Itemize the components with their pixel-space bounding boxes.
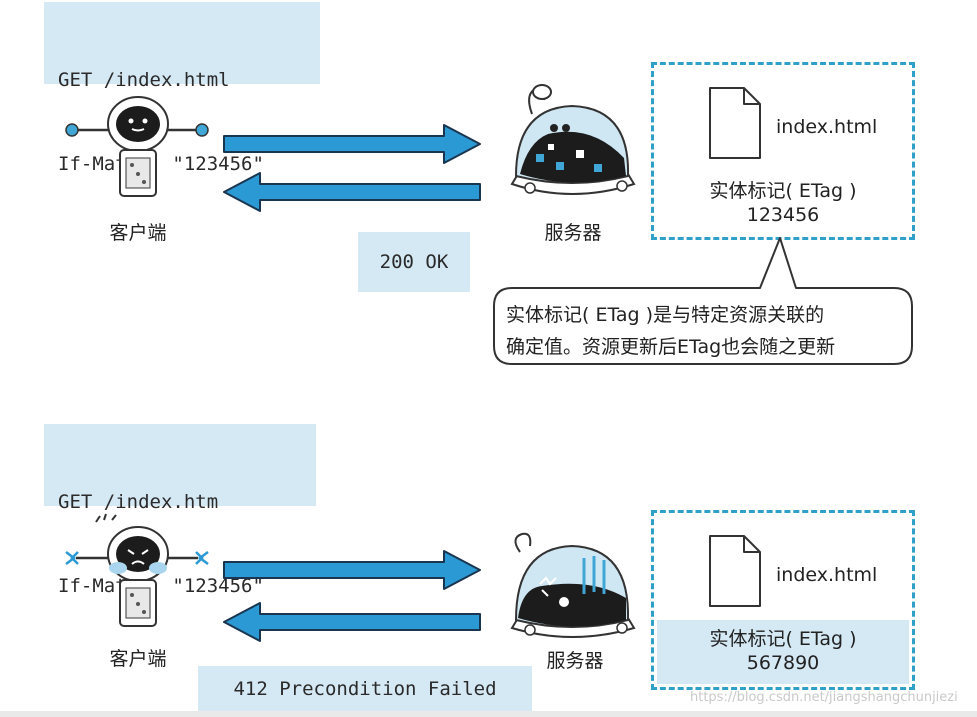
resource-box-top: [651, 62, 915, 240]
footer-bar: [0, 711, 977, 717]
callout-bubble: [493, 237, 913, 365]
response-box-top: 200 OK: [358, 232, 470, 292]
client-label-top: 客户端: [109, 222, 167, 244]
response-box-bottom: 412 Precondition Failed: [198, 666, 532, 711]
server-label-top: 服务器: [544, 222, 602, 244]
request-box-bottom: GET /index.htm If-Match: "123456": [44, 424, 316, 597]
source-watermark: https://blog.csdn.net/jiangshangchunjiez…: [690, 690, 958, 705]
file-document-icon: [709, 535, 761, 607]
response-arrow-left-icon: [223, 602, 481, 642]
etag-highlight: [657, 620, 909, 684]
server-robot-failed-icon: [510, 532, 636, 638]
file-name-top: index.html: [776, 116, 878, 138]
request-arrow-right-icon: [223, 550, 481, 590]
file-name-bottom: index.html: [776, 564, 878, 586]
etag-value-bottom: 567890: [746, 652, 820, 674]
request-line-method: GET /index.htm: [58, 491, 219, 513]
response-arrow-left-icon: [223, 172, 481, 212]
etag-label-bottom: 实体标记( ETag ): [709, 628, 857, 650]
request-line-method: GET /index.html: [58, 69, 230, 91]
callout-line-1: 实体标记( ETag )是与特定资源关联的: [506, 304, 825, 326]
client-robot-happy-icon: [65, 96, 209, 197]
request-arrow-right-icon: [223, 124, 481, 164]
client-label-bottom: 客户端: [109, 648, 167, 670]
callout-line-2: 确定值。资源更新后ETag也会随之更新: [506, 336, 836, 358]
callout-text: 实体标记( ETag )是与特定资源关联的确定值。资源更新后ETag也会随之更新: [506, 299, 835, 363]
etag-label-top: 实体标记( ETag ): [709, 180, 857, 202]
server-robot-icon: [510, 84, 636, 195]
file-document-icon: [709, 87, 761, 159]
server-label-bottom: 服务器: [546, 650, 604, 672]
client-robot-worried-icon: [65, 513, 209, 627]
etag-value-top: 123456: [746, 204, 820, 226]
request-box-top: GET /index.html If-Match: "123456": [44, 2, 320, 175]
